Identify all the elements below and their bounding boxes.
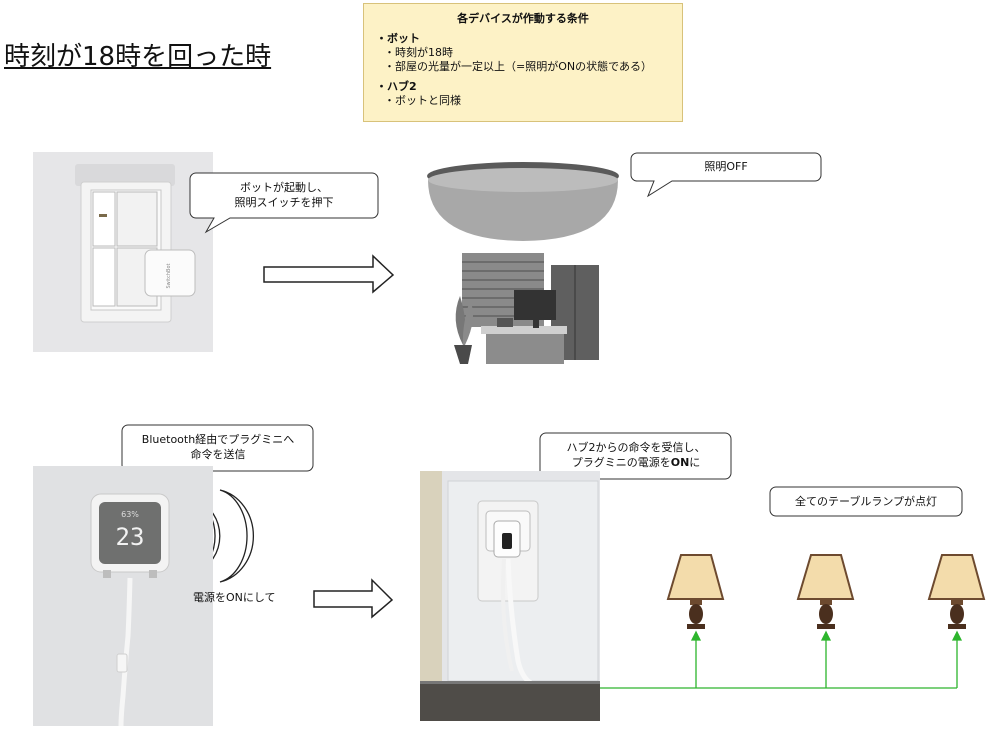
bluetooth-text: Bluetooth経由でプラグミニへ 命令を送信 bbox=[126, 432, 310, 462]
hub-display-value: 23 bbox=[116, 523, 145, 551]
hub-receive-line1: ハブ2からの命令を受信し、 bbox=[566, 441, 706, 454]
svg-text:SwitchBot: SwitchBot bbox=[166, 263, 172, 288]
lamps-on-text: 全てのテーブルランプが点灯 bbox=[794, 495, 937, 508]
bot-press-line2: 照明スイッチを押下 bbox=[234, 196, 334, 209]
table-lamp-icon bbox=[927, 554, 986, 629]
bot-press-line1: ボットが起動し、 bbox=[240, 181, 328, 194]
condition-bot-item: ・時刻が18時 bbox=[384, 46, 453, 59]
switch-bot-photo: SwitchBot bbox=[33, 152, 213, 352]
hub-receive-text: ハブ2からの命令を受信し、 プラグミニの電源をONに bbox=[544, 440, 728, 470]
office-illustration bbox=[454, 253, 599, 364]
power-connection-lines bbox=[600, 630, 963, 689]
flow-arrow bbox=[313, 578, 394, 619]
condition-bot-label: ・ボット bbox=[376, 32, 420, 45]
hub-receive-line2-c: に bbox=[689, 456, 701, 469]
bluetooth-line1: Bluetooth経由でプラグミニへ bbox=[141, 433, 295, 446]
table-lamp-icon bbox=[796, 554, 855, 629]
condition-hub-label: ・ハブ2 bbox=[376, 80, 417, 93]
hub-display-sub: 63% bbox=[121, 510, 139, 519]
ceiling-light-illustration bbox=[427, 162, 619, 241]
conditions-heading: 各デバイスが作動する条件 bbox=[457, 12, 589, 25]
table-lamp-icon bbox=[666, 554, 725, 629]
hub-receive-line2-a: プラグミニの電源を bbox=[571, 456, 671, 469]
bluetooth-line2: 命令を送信 bbox=[190, 448, 246, 461]
plug-mini-photo bbox=[420, 471, 600, 721]
condition-hub-item: ・ボットと同様 bbox=[384, 94, 461, 107]
hub-receive-line2-b: ON bbox=[670, 456, 690, 469]
condition-bot-item: ・部屋の光量が一定以上（=照明がONの状態である） bbox=[384, 60, 652, 73]
page-title: 時刻が18時を回った時 bbox=[4, 42, 272, 72]
bot-press-text: ボットが起動し、 照明スイッチを押下 bbox=[196, 180, 372, 210]
light-off-text: 照明OFF bbox=[704, 160, 748, 173]
hub-receive-line2: プラグミニの電源をONに bbox=[544, 455, 728, 470]
conditions-box: 各デバイスが作動する条件 ・ボット ・時刻が18時 ・部屋の光量が一定以上（=照… bbox=[363, 3, 683, 122]
hub-device-photo: 63% 23 bbox=[33, 466, 213, 726]
flow-arrow bbox=[263, 254, 395, 294]
power-on-note: 電源をONにして bbox=[193, 591, 276, 604]
